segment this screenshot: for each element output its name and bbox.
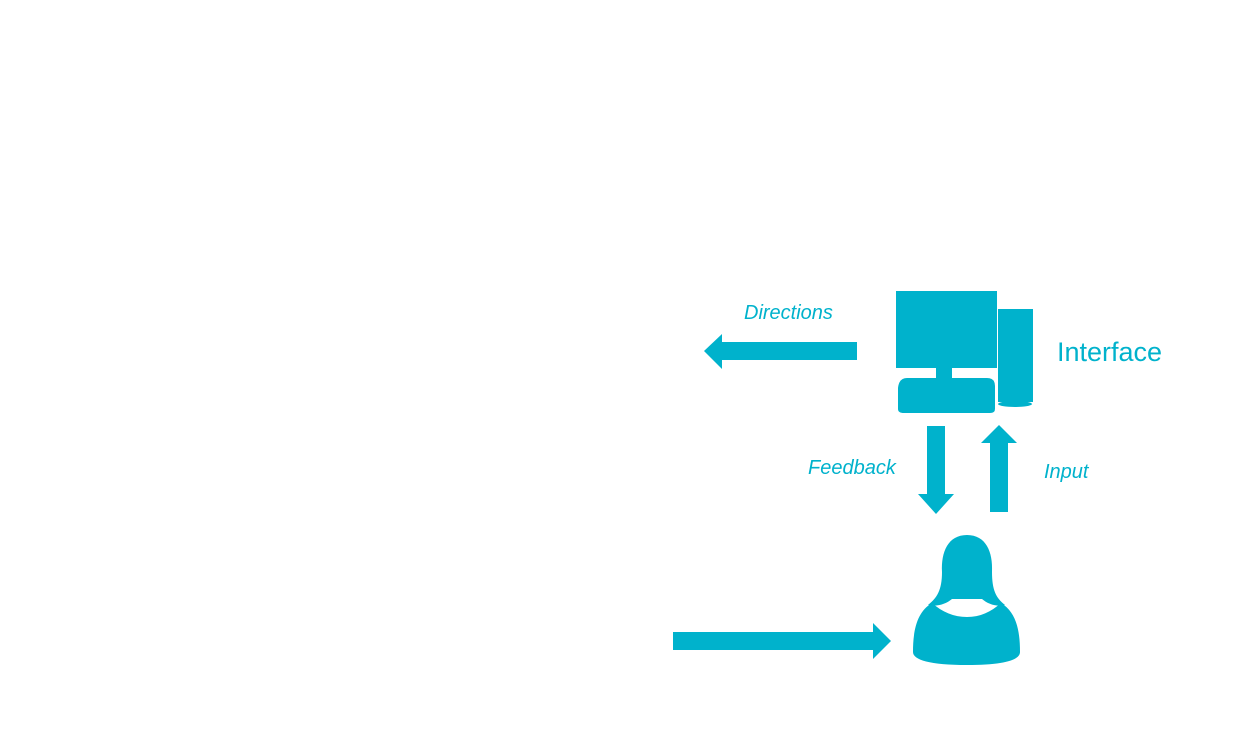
feedback-label: Feedback <box>808 457 896 479</box>
feedback-arrow <box>918 426 954 514</box>
computer-icon <box>896 291 1033 413</box>
directions-arrow <box>704 334 857 369</box>
input-label: Input <box>1044 461 1089 483</box>
input-source-arrow <box>673 623 891 659</box>
interface-label: Interface <box>1057 337 1163 367</box>
input-arrow <box>981 425 1017 512</box>
directions-label: Directions <box>744 302 833 324</box>
user-icon <box>913 535 1020 665</box>
